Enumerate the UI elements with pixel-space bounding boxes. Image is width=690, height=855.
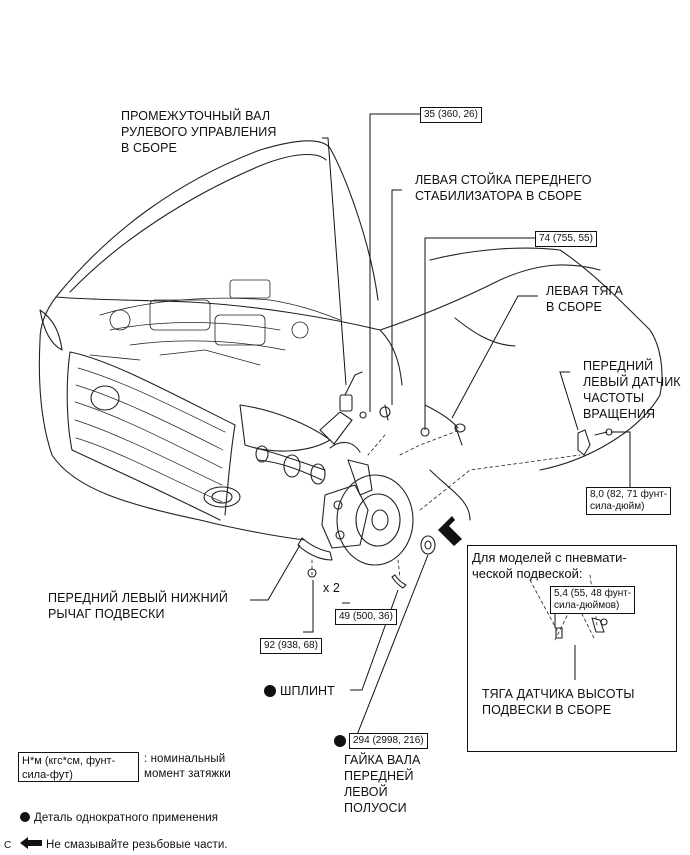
grille (74, 367, 226, 503)
torque-box: 5,4 (55, 48 фунт- сила-дюймов) (550, 586, 636, 614)
label-cotter-pin: ШПЛИНТ (280, 684, 335, 698)
legend-no-lube-text: Не смазывайте резьбовые части. (46, 839, 228, 851)
legend-unit-desc: : номинальный момент затяжки (144, 753, 231, 780)
label-height-sensor-link: ТЯГА ДАТЧИКА ВЫСОТЫ ПОДВЕСКИ В СБОРЕ (482, 687, 635, 717)
single-use-dot-icon (264, 685, 276, 697)
no-lube-arrow-icon (20, 837, 42, 849)
torque-box: 294 (2998, 216) (349, 733, 428, 749)
label-speed-sensor: ПЕРЕДНИЙ ЛЕВЫЙ ДАТЧИК ЧАСТОТЫ ВРАЩЕНИЯ (583, 359, 681, 421)
label-intermediate-shaft: ПРОМЕЖУТОЧНЫЙ ВАЛ РУЛЕВОГО УПРАВЛЕНИЯ В … (121, 109, 277, 155)
label-lower-arm: ПЕРЕДНИЙ ЛЕВЫЙ НИЖНИЙ РЫЧАГ ПОДВЕСКИ (48, 591, 228, 621)
air-suspension-inset: Для моделей с пневмати- ческой подвеской… (467, 545, 677, 752)
brake-caliper (321, 484, 369, 549)
drive-shaft (254, 445, 326, 485)
grille-emblem (90, 385, 120, 411)
label-stabilizer-link: ЛЕВАЯ СТОЙКА ПЕРЕДНЕГО СТАБИЛИЗАТОРА В С… (415, 173, 592, 203)
torque-box: 35 (360, 26) (420, 107, 482, 123)
single-use-dot-icon (20, 812, 30, 822)
legend-no-lube: Не смазывайте резьбовые части. (20, 821, 228, 853)
torque-box: 8,0 (82, 71 фунт- сила-дюйм) (586, 487, 672, 515)
label-tie-rod: ЛЕВАЯ ТЯГА В СБОРЕ (546, 284, 623, 314)
single-use-dot-icon (334, 735, 346, 747)
corner-mark: C (4, 840, 12, 851)
car-body-outline (38, 247, 663, 541)
fog-light (203, 486, 241, 508)
stabilizer-link-part (359, 404, 391, 421)
hood-outline (55, 140, 381, 331)
legend-unit-box: Н*м (кгс*см, фунт- сила-фут) (18, 752, 139, 782)
legend-single-use: Деталь однократного применения (20, 794, 218, 826)
no-lube-arrow-icon (438, 516, 462, 546)
brake-disc (336, 474, 414, 566)
cotter-pin-part (391, 574, 407, 589)
engine-bay (89, 279, 341, 366)
steering-shaft (319, 371, 363, 453)
torque-box: 92 (938, 68) (260, 638, 322, 654)
legend-single-use-text: Деталь однократного применения (34, 812, 219, 824)
torque-box: 74 (755, 55) (535, 231, 597, 247)
axle-nut-part (420, 535, 436, 555)
inset-title: Для моделей с пневмати- ческой подвеской… (472, 550, 627, 581)
headlight (39, 309, 331, 452)
label-quantity: x 2 (323, 581, 340, 595)
tie-rod-part (420, 404, 466, 446)
steering-knuckle (347, 459, 373, 496)
height-sensor-link-part (555, 617, 608, 639)
label-axle-nut: ГАЙКА ВАЛА ПЕРЕДНЕЙ ЛЕВОЙ ПОЛУОСИ (344, 753, 421, 815)
lower-arm-part (297, 537, 333, 578)
torque-box: 49 (500, 36) (335, 609, 397, 625)
